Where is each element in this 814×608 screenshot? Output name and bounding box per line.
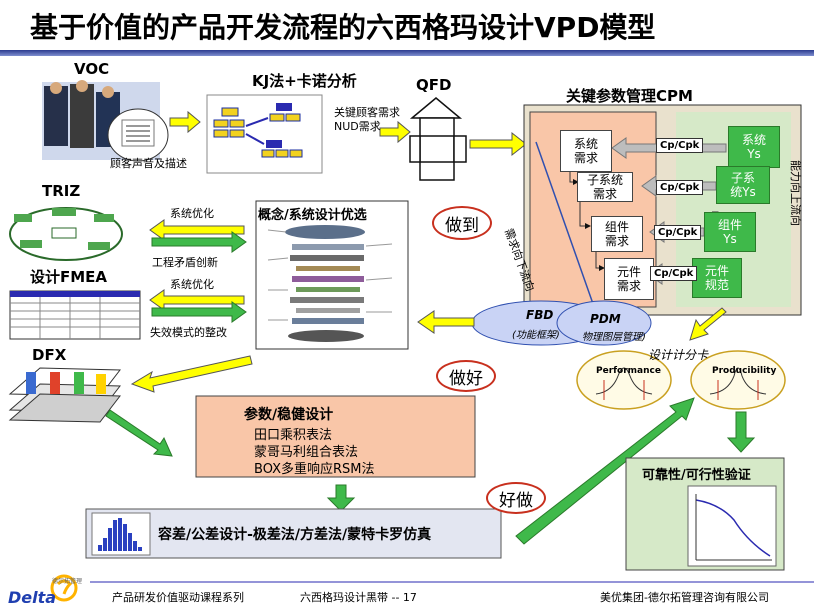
sys-opt-label-1: 系统优化 xyxy=(170,207,214,220)
cpm-component-ys: 组件 Ys xyxy=(704,212,756,252)
badge-do-good: 好做 xyxy=(486,482,546,514)
verify-label: 可靠性/可行性验证 xyxy=(642,468,751,483)
verify-curve xyxy=(695,499,771,557)
fbd-title: FBD xyxy=(526,308,554,322)
performance-label: Performance xyxy=(596,366,661,376)
footer-page: 六西格玛设计黑带 -- 17 xyxy=(300,591,417,604)
pdm-sub: 物理图层管理) xyxy=(582,332,646,343)
arrow-failure-mode xyxy=(151,301,247,323)
arrow-qfd-cpm xyxy=(469,131,527,157)
header-bar xyxy=(0,50,814,56)
producibility-label: Producibility xyxy=(712,366,777,376)
arrow-cpm-scorecard xyxy=(689,307,727,341)
triz-wheel xyxy=(9,207,123,261)
qfd-house xyxy=(409,97,467,181)
footer-logo-sub: 德尔拓管理 xyxy=(52,578,83,585)
footer-series: 产品研发价值驱动课程系列 xyxy=(112,591,244,604)
triz-label: TRIZ xyxy=(42,182,81,200)
eng-conflict-label: 工程矛盾创新 xyxy=(152,256,218,269)
voc-caption: 顾客声音及描述 xyxy=(110,157,187,170)
pdm-title: PDM xyxy=(590,312,621,326)
badge-do-right: 做到 xyxy=(432,206,492,240)
fmea-label: 设计FMEA xyxy=(30,268,108,286)
footer-company: 美优集团-德尔拓管理咨询有限公司 xyxy=(600,591,769,604)
voc-label: VOC xyxy=(74,60,110,78)
kj-label: KJ法+卡诺分析 xyxy=(252,72,357,90)
dfx-label: DFX xyxy=(32,346,67,364)
cpk-label-4: Cp/Cpk xyxy=(650,266,698,281)
voc-image xyxy=(42,80,169,162)
cpm-up-flow-label: 能力向上流向 xyxy=(789,160,802,226)
cpm-system-ys: 系统 Ys xyxy=(728,126,780,168)
arrow-fbd-concept xyxy=(417,310,475,334)
arrow-sys-opt-1 xyxy=(149,219,245,241)
arrow-concept-dfx xyxy=(130,355,253,393)
robust-item-1: 田口乘积表法 xyxy=(254,428,333,443)
cpk-label-1: Cp/Cpk xyxy=(656,138,704,153)
cpm-part-need: 元件 需求 xyxy=(604,258,654,300)
cpm-label: 关键参数管理CPM xyxy=(566,87,693,105)
arrow-kj-qfd xyxy=(379,120,411,144)
arrow-robust-tolerance xyxy=(326,484,356,512)
cpm-system-need: 系统 需求 xyxy=(560,130,612,172)
scorecard-label: 设计计分卡 xyxy=(648,348,709,362)
tolerance-label: 容差/公差设计-极差法/方差法/蒙特卡罗仿真 xyxy=(158,527,432,543)
qfd-label: QFD xyxy=(416,76,452,94)
cpm-subsystem-need: 子系统 需求 xyxy=(577,172,633,202)
robust-item-3: BOX多重响应RSM法 xyxy=(254,462,375,477)
dfx-image xyxy=(8,367,121,423)
kj-diagram xyxy=(206,94,323,174)
cpk-label-3: Cp/Cpk xyxy=(654,225,702,240)
concept-exploded-view xyxy=(267,225,393,342)
robust-title: 参数/稳健设计 xyxy=(244,407,334,423)
cpm-component-need: 组件 需求 xyxy=(591,216,643,252)
arrow-dfx-robust xyxy=(105,409,173,457)
cpk-label-2: Cp/Cpk xyxy=(656,180,704,195)
footer-logo-text: Delta xyxy=(8,588,57,607)
concept-label: 概念/系统设计优选 xyxy=(258,208,367,223)
fbd-sub: (功能框架) xyxy=(512,330,560,341)
arrow-sys-opt-2 xyxy=(149,289,245,311)
robust-item-2: 蒙哥马利组合表法 xyxy=(254,445,359,460)
kj-needs-line1: 关键顾客需求 xyxy=(334,106,400,119)
arrow-voc-kj xyxy=(169,110,201,134)
fmea-table xyxy=(9,290,141,340)
sys-opt-label-2: 系统优化 xyxy=(170,278,214,291)
failure-mode-label: 失效模式的整改 xyxy=(150,326,227,339)
cpm-part-spec: 元件 规范 xyxy=(692,258,742,298)
arrow-tolerance-scorecard xyxy=(515,397,695,545)
arrow-scorecard-verify xyxy=(726,411,756,453)
tolerance-histogram xyxy=(98,518,142,551)
badge-do-well: 做好 xyxy=(436,360,496,392)
arrow-eng-conflict xyxy=(151,231,247,253)
kj-needs-line2: NUD需求 xyxy=(334,120,381,133)
slide-title: 基于价值的产品开发流程的六西格玛设计VPD模型 xyxy=(30,11,656,44)
cpm-subsystem-ys: 子系 统Ys xyxy=(716,166,770,204)
delta-logo xyxy=(50,574,78,602)
